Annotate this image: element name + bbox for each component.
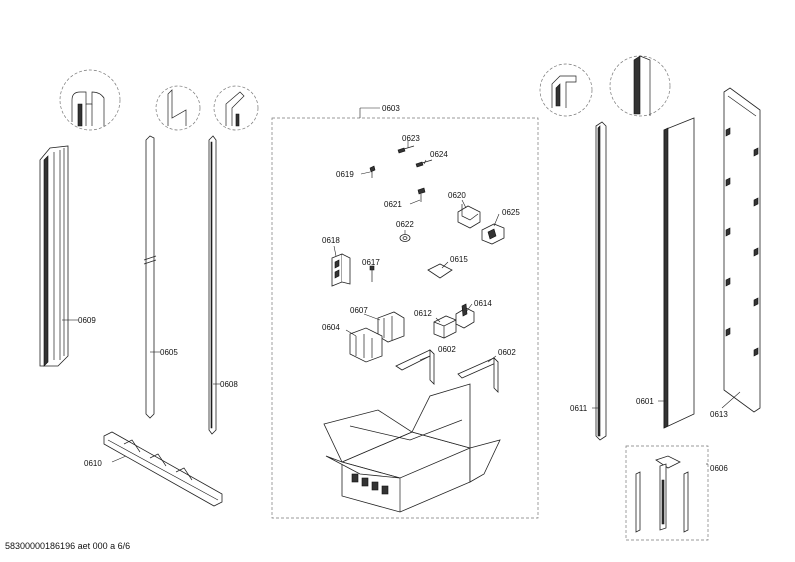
label-0609: 0609 <box>78 316 96 325</box>
detail-circle-0608 <box>213 85 259 131</box>
label-0602-left: 0602 <box>438 345 456 354</box>
label-0612: 0612 <box>414 309 432 318</box>
label-0618: 0618 <box>322 236 340 245</box>
label-0606: 0606 <box>710 464 728 473</box>
group-0603-frame <box>271 117 539 519</box>
label-0617: 0617 <box>362 258 380 267</box>
label-0602-right: 0602 <box>498 348 516 357</box>
detail-circle-0601 <box>609 55 671 117</box>
detail-circle-0611 <box>539 63 593 117</box>
label-0603: 0603 <box>382 104 400 113</box>
label-0615: 0615 <box>450 255 468 264</box>
label-0620: 0620 <box>448 191 466 200</box>
part-0619-screw <box>369 165 376 178</box>
label-0601: 0601 <box>636 397 654 406</box>
label-0611: 0611 <box>570 404 588 413</box>
part-0617-pin <box>369 265 375 282</box>
part-packaging-box <box>323 383 501 513</box>
part-0614-hinge <box>455 303 475 329</box>
label-0625: 0625 <box>502 208 520 217</box>
part-0606-hinge-set <box>635 455 689 533</box>
part-0625-hinge <box>481 223 505 245</box>
label-0605: 0605 <box>160 348 178 357</box>
part-0611-rail <box>595 121 607 441</box>
part-0610-rail <box>103 431 223 507</box>
label-0614: 0614 <box>474 299 492 308</box>
part-0605-rod <box>143 135 157 419</box>
drawing-number-footer: 58300000186196 aet 000 a 6/6 <box>5 541 131 551</box>
group-0606-frame <box>625 445 709 541</box>
leader-lines <box>62 140 741 465</box>
label-0623: 0623 <box>402 134 420 143</box>
part-0613-strip <box>723 87 761 413</box>
label-0608: 0608 <box>220 380 238 389</box>
part-0621-screw <box>417 187 426 202</box>
part-0608-rod <box>208 135 217 435</box>
label-0622: 0622 <box>396 220 414 229</box>
part-0622-washer <box>399 234 411 242</box>
label-0621: 0621 <box>384 200 402 209</box>
part-0615-plate <box>427 263 453 279</box>
label-0604: 0604 <box>322 323 340 332</box>
part-0618-plate <box>331 253 351 287</box>
part-0601-panel <box>663 117 695 429</box>
part-0604-bracket <box>349 327 383 363</box>
part-0609-profile <box>39 145 69 367</box>
label-0607: 0607 <box>350 306 368 315</box>
label-0619: 0619 <box>336 170 354 179</box>
part-0602-bracket-left <box>395 349 435 385</box>
detail-circle-0605 <box>155 85 201 131</box>
detail-circle-0609 <box>59 69 121 131</box>
label-0624: 0624 <box>430 150 448 159</box>
label-0613: 0613 <box>710 410 728 419</box>
part-0623-screw <box>397 145 415 154</box>
part-0602-bracket-right <box>457 357 499 393</box>
part-0624-screw <box>415 159 433 168</box>
part-0620-bracket <box>457 204 481 229</box>
label-0610: 0610 <box>84 459 102 468</box>
